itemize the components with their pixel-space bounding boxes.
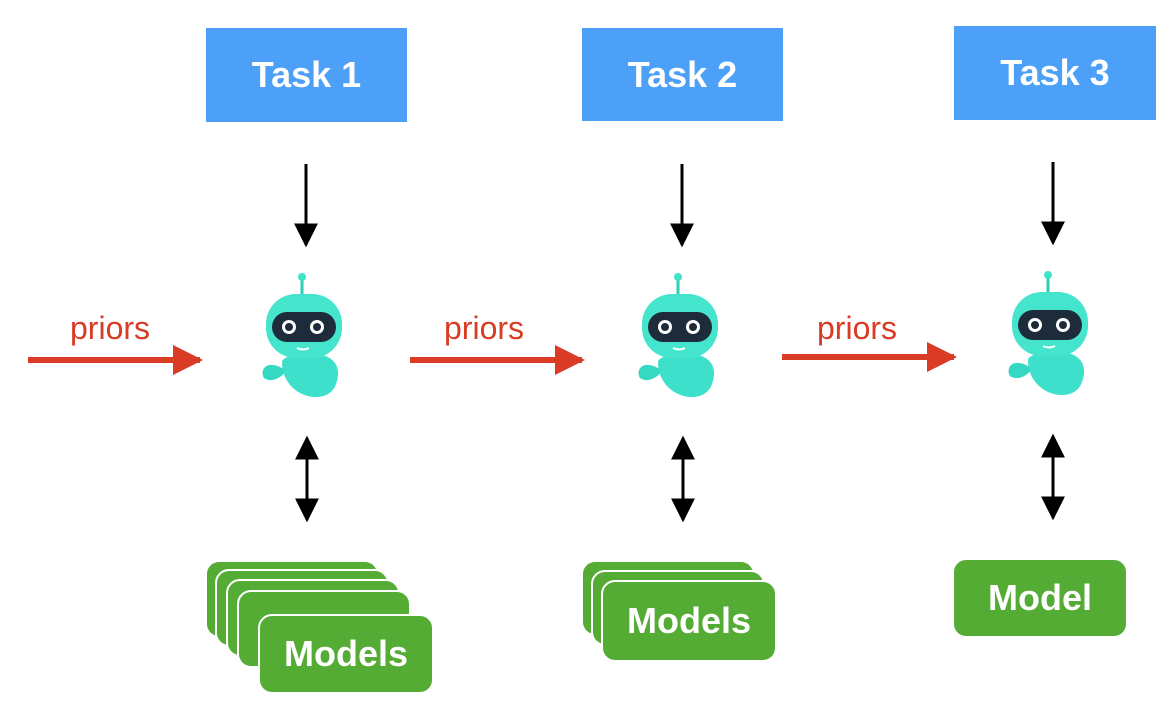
model-card-front: Models bbox=[258, 614, 434, 694]
task-1-box: Task 1 bbox=[206, 28, 407, 122]
prior-3-label: priors bbox=[817, 310, 898, 346]
task-2-label: Task 2 bbox=[627, 53, 738, 95]
models-1-label: Models bbox=[283, 633, 408, 674]
task-1-label: Task 1 bbox=[251, 54, 362, 95]
models-2-label: Models bbox=[626, 600, 751, 641]
agent-2-robot-icon bbox=[638, 273, 718, 398]
agent-1-robot-icon bbox=[262, 273, 342, 398]
prior-1-label: priors bbox=[70, 310, 151, 346]
prior-2-label: priors bbox=[444, 310, 525, 346]
model-3-label: Model bbox=[988, 577, 1092, 618]
model-3-card: Model bbox=[952, 558, 1128, 638]
task-3-box: Task 3 bbox=[954, 26, 1156, 120]
task-2-box: Task 2 bbox=[582, 28, 783, 121]
model-card-front: Models bbox=[601, 580, 777, 662]
task-3-label: Task 3 bbox=[1000, 52, 1110, 93]
agent-3-robot-icon bbox=[1008, 271, 1088, 396]
